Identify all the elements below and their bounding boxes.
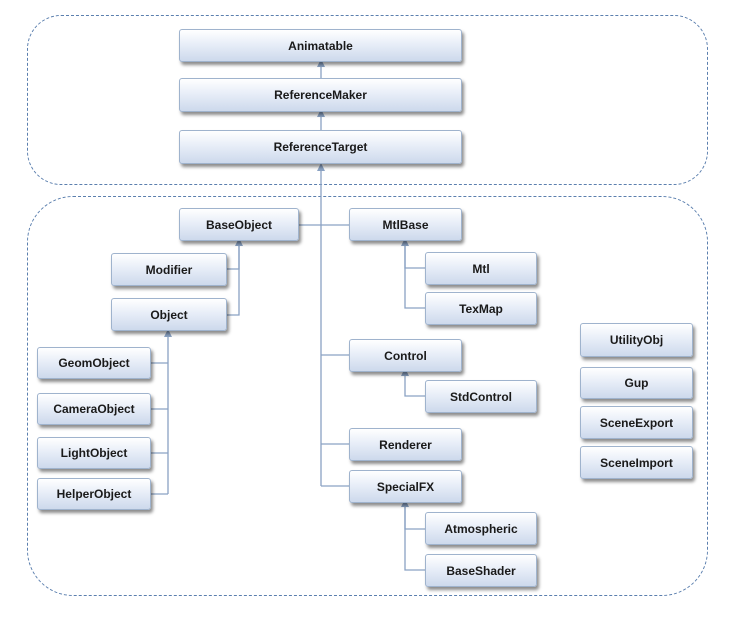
node-base-shader: BaseShader bbox=[425, 554, 537, 587]
edge-mtl-mtlbase bbox=[401, 238, 425, 269]
edge-object-baseobject bbox=[227, 238, 243, 316]
node-reference-target: ReferenceTarget bbox=[179, 130, 462, 164]
node-gup: Gup bbox=[580, 367, 693, 399]
node-object: Object bbox=[111, 298, 227, 331]
edge-stdcontrol-control bbox=[401, 368, 425, 397]
edge-modifier-baseobject bbox=[227, 243, 240, 270]
edge-baseshader-specialfx bbox=[404, 503, 425, 571]
node-camera-object: CameraObject bbox=[37, 393, 151, 425]
node-atmospheric: Atmospheric bbox=[425, 512, 537, 545]
node-special-fx: SpecialFX bbox=[349, 470, 462, 503]
node-scene-export: SceneExport bbox=[580, 406, 693, 439]
node-renderer: Renderer bbox=[349, 428, 462, 461]
node-base-object: BaseObject bbox=[179, 208, 299, 241]
edge-texmap-mtlbase bbox=[404, 242, 425, 309]
edge-atmospheric-specialfx bbox=[401, 499, 425, 530]
node-light-object: LightObject bbox=[37, 437, 151, 469]
core-classes-region bbox=[27, 15, 708, 185]
node-helper-object: HelperObject bbox=[37, 478, 151, 510]
node-std-control: StdControl bbox=[425, 380, 537, 413]
node-geom-object: GeomObject bbox=[37, 347, 151, 379]
node-reference-maker: ReferenceMaker bbox=[179, 78, 462, 112]
node-mtl-base: MtlBase bbox=[349, 208, 462, 241]
node-animatable: Animatable bbox=[179, 29, 462, 62]
node-scene-import: SceneImport bbox=[580, 446, 693, 479]
node-mtl: Mtl bbox=[425, 252, 537, 285]
node-utility-obj: UtilityObj bbox=[580, 323, 693, 357]
node-control: Control bbox=[349, 339, 462, 372]
derived-classes-region bbox=[27, 196, 708, 596]
node-modifier: Modifier bbox=[111, 253, 227, 286]
node-tex-map: TexMap bbox=[425, 292, 537, 325]
